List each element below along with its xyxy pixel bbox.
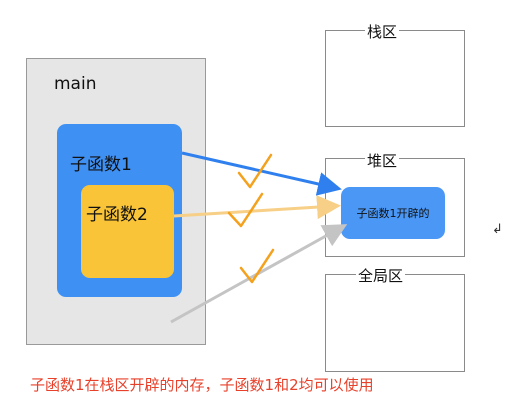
heap-allocation-block: 子函数1开辟的 (341, 187, 445, 239)
return-mark: ↲ (492, 222, 503, 237)
function1-to-heap-arrow (181, 151, 342, 196)
function1-label: 子函数1 (70, 155, 132, 175)
check-icon (239, 248, 275, 284)
main-label: main (54, 74, 97, 94)
heap-region-title: 堆区 (365, 150, 400, 171)
function2-frame (81, 185, 174, 278)
function2-to-heap-arrow (173, 195, 341, 220)
check-icon (227, 192, 264, 228)
global-region (325, 274, 465, 372)
global-region-title: 全局区 (356, 265, 406, 286)
check-icon (237, 153, 273, 189)
stack-region-title: 栈区 (365, 21, 400, 42)
function2-label: 子函数2 (86, 205, 148, 225)
stack-region (325, 30, 465, 127)
heap-allocation-label: 子函数1开辟的 (356, 207, 430, 220)
caption: 子函数1在栈区开辟的内存，子函数1和2均可以使用 (30, 376, 374, 394)
